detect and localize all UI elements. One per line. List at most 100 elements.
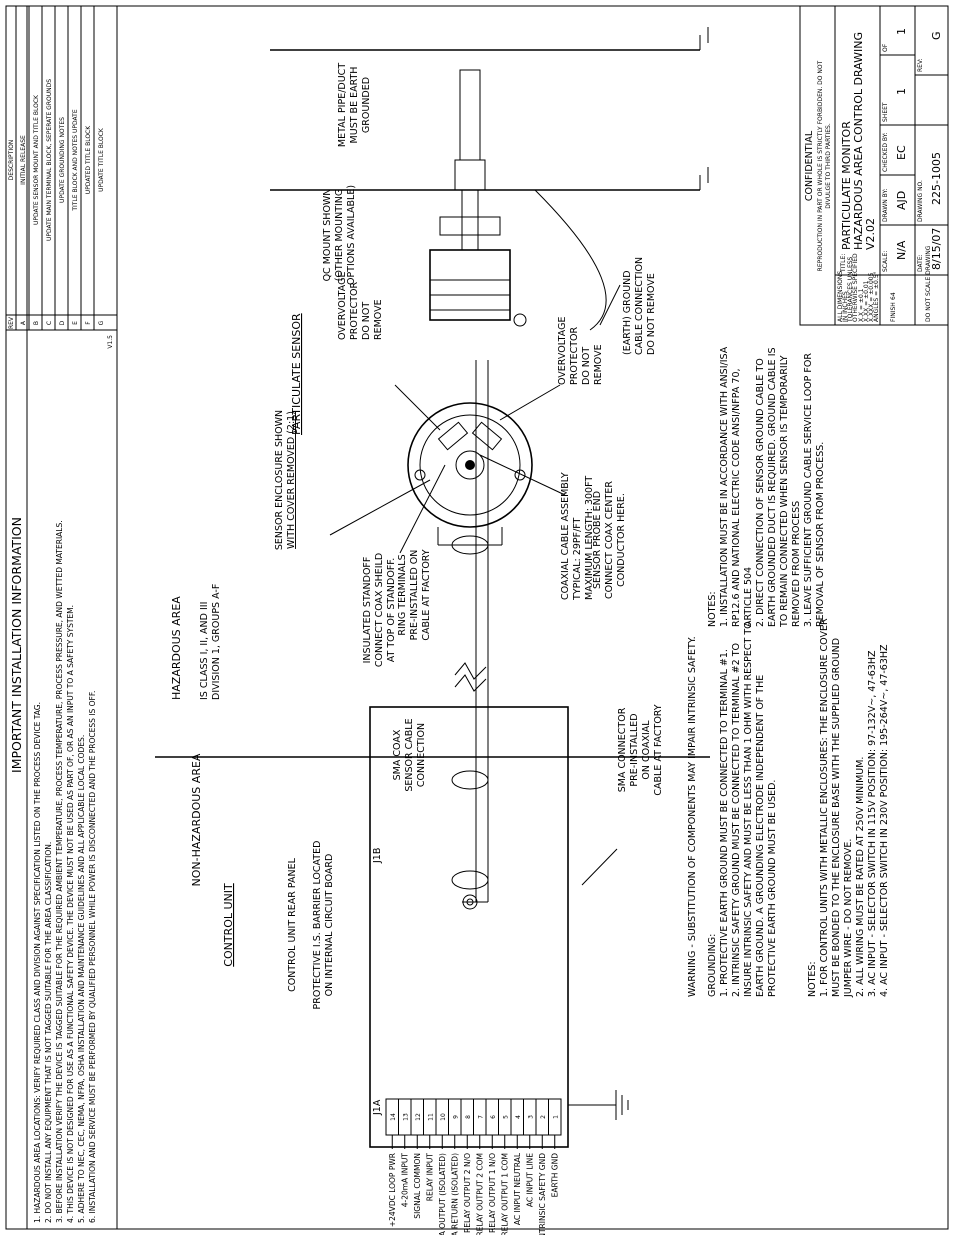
svg-text:RP12.6 AND NATIONAL ELECTRIC C: RP12.6 AND NATIONAL ELECTRIC CODE ANSI/N… — [731, 368, 742, 627]
rev-description: UPDATE SENSOR MOUNT AND TITLE BLOCK — [33, 94, 40, 225]
svg-text:2. DIRECT CONNECTION OF SENSOR: 2. DIRECT CONNECTION OF SENSOR GROUND CA… — [755, 358, 766, 627]
ground-cable-service-loop — [534, 189, 607, 331]
do-not-scale-label: DO NOT SCALE DRAWING — [925, 245, 932, 322]
svg-text:INSULATED STANDOFF: INSULATED STANDOFF — [362, 557, 373, 664]
rev-description: UPDATED TITLE BLOCK — [85, 125, 92, 194]
terminal-wire-label: RELAY INPUT — [426, 1153, 435, 1202]
insulated-standoff-callout: INSULATED STANDOFF CONNECT COAX SHEILD A… — [362, 553, 397, 667]
rev-letter: G — [98, 320, 105, 325]
svg-text:NOTES:: NOTES: — [807, 961, 818, 997]
svg-text:RING TERMINALS: RING TERMINALS — [397, 554, 408, 635]
drawing-number-value: 225-1005 — [930, 152, 943, 205]
callout-leaders — [329, 284, 621, 886]
warning-text: WARNING - SUBSTITUTION OF COMPONENTS MAY… — [687, 636, 698, 997]
rev-letter: F — [85, 321, 92, 325]
terminal-number: 3 — [528, 1115, 535, 1119]
terminal-wire-label: 4-20mA RETURN (ISOLATED) — [451, 1153, 460, 1235]
instruction-6: 6. INSTALLATION AND SERVICE MUST BE PERF… — [88, 691, 97, 1223]
svg-text:DO NOT: DO NOT — [361, 302, 372, 340]
svg-text:GROUNDED: GROUNDED — [361, 77, 372, 133]
svg-text:REMOVED FROM PROCESS: REMOVED FROM PROCESS — [791, 501, 802, 627]
particulate-sensor-label: PARTICULATE SENSOR — [290, 313, 303, 435]
control-unit-title: CONTROL UNIT — [222, 883, 235, 967]
rev-letter: A — [20, 320, 27, 325]
svg-text:JUMPER WIRE - DO NOT REMOVE.: JUMPER WIRE - DO NOT REMOVE. — [843, 839, 854, 998]
instruction-4: 4. THIS DEVICE IS NOT DESIGNED FOR USE A… — [66, 605, 75, 1223]
svg-text:REMOVE: REMOVE — [373, 299, 384, 340]
svg-text:CABLE CONNECTION: CABLE CONNECTION — [634, 257, 645, 355]
svg-text:3. AC INPUT - SELECTOR SWITCH: 3. AC INPUT - SELECTOR SWITCH IN 115V PO… — [867, 650, 878, 997]
terminal-wire-label: RELAY OUTPUT 2 N/O — [463, 1153, 472, 1233]
terminal-number: 5 — [503, 1115, 510, 1119]
sensor-installation-notes: NOTES: 1. INSTALLATION MUST BE IN ACCORD… — [707, 346, 826, 628]
drawing-title: HAZARDOUS AREA CONTROL DRAWING — [852, 32, 865, 250]
sma-coax-label: CONNECTION — [416, 723, 427, 787]
drawn-by-label: DRAWN BY: — [882, 189, 889, 222]
svg-text:NOTES:: NOTES: — [707, 591, 718, 627]
svg-text:ARTICLE 504: ARTICLE 504 — [743, 567, 754, 627]
header-version: V1.5 — [107, 335, 114, 349]
terminal-number: 11 — [428, 1113, 435, 1121]
svg-text:AT TOP OF STANDOFF.: AT TOP OF STANDOFF. — [386, 558, 397, 663]
reproduction-notice: DIVULGE TO THIRD PARTIES. — [825, 123, 832, 209]
svg-text:REMOVE: REMOVE — [593, 344, 604, 385]
installation-instructions: 1. HAZARDOUS AREA LOCATIONS: VERIFY REQU… — [33, 520, 97, 1223]
control-unit-panel — [369, 706, 569, 1148]
svg-text:QC MOUNT SHOWN: QC MOUNT SHOWN — [322, 189, 333, 282]
checked-by-value: EC — [895, 145, 908, 160]
svg-text:DO NOT REMOVE: DO NOT REMOVE — [646, 273, 657, 355]
svg-text:REMOVAL OF SENSOR FROM PROCESS: REMOVAL OF SENSOR FROM PROCESS. — [815, 442, 826, 627]
svg-text:(OTHER MOUNTING: (OTHER MOUNTING — [334, 189, 345, 282]
svg-text:CONNECT COAX SHEILD: CONNECT COAX SHEILD — [374, 553, 385, 667]
svg-text:1. FOR CONTROL UNITS WITH META: 1. FOR CONTROL UNITS WITH METALLIC ENCLO… — [819, 618, 830, 997]
terminal-wire-label: EARTH GND — [551, 1153, 560, 1198]
svg-text:TOLERANCES UNLESS: TOLERANCES UNLESS — [847, 256, 854, 323]
rev-description: UPDATE GROUNDING NOTES — [59, 117, 66, 203]
sensor-enclosure-label: WITH COVER REMOVED (2:1) — [286, 411, 297, 549]
of-label: OF — [882, 43, 889, 52]
control-unit-rear-panel-label: CONTROL UNIT REAR PANEL — [287, 857, 298, 992]
terminal-wire-label: INTRINSIC SAFETY GND — [538, 1153, 547, 1235]
svg-text:MUST BE BONDED TO THE ENCLOSUR: MUST BE BONDED TO THE ENCLOSURE BASE WIT… — [831, 638, 842, 997]
svg-text:PROTECTOR: PROTECTOR — [569, 326, 580, 385]
svg-text:2. INTRINSIC SAFETY GROUND MUS: 2. INTRINSIC SAFETY GROUND MUST BE CONNE… — [731, 643, 742, 997]
date-value: 8/15/07 — [930, 228, 943, 270]
svg-text:CABLE AT FACTORY: CABLE AT FACTORY — [421, 549, 432, 640]
finish-label: FINISH — [890, 302, 897, 322]
terminal-number: 1 — [553, 1115, 560, 1119]
terminal-number: 4 — [515, 1115, 522, 1119]
sma-connector-callout: SMA CONNECTOR PRE-INSTALLED ON COAXIAL C… — [617, 704, 664, 795]
svg-text:OTHERWISE SPECIFIED: OTHERWISE SPECIFIED — [852, 253, 859, 322]
svg-text:ANGLES = ±0.5°: ANGLES = ±0.5° — [873, 271, 880, 322]
svg-text:PRE-INSTALLED: PRE-INSTALLED — [629, 713, 640, 786]
terminal-wire-label: RELAY OUTPUT 1 N/O — [488, 1153, 497, 1233]
svg-text:1. INSTALLATION MUST BE IN ACC: 1. INSTALLATION MUST BE IN ACCORDANCE WI… — [719, 346, 730, 627]
svg-text:CONDUCTOR HERE.: CONDUCTOR HERE. — [616, 493, 627, 587]
svg-text:EARTH GROUNDED DUCT IS REQUIRE: EARTH GROUNDED DUCT IS REQUIRED. GROUND … — [767, 347, 778, 627]
svg-text:MAXIMUM LENGTH: 300FT: MAXIMUM LENGTH: 300FT — [584, 476, 595, 600]
instruction-3: 3. BEFORE INSTALLATION VERIFY THE DEVICE… — [55, 520, 64, 1223]
sensor-enclosure — [407, 402, 533, 546]
coax-cable-callout: COAXIAL CABLE ASSEMBLY TYPICAL: 29PF/FT … — [560, 472, 595, 601]
panel-ground-symbol — [568, 1090, 629, 1120]
rev-description: UPDATE MAIN TERMINAL BLOCK, SEPERATE GRO… — [46, 79, 53, 241]
svg-text:EARTH GROUND. A GROUNDING ELEC: EARTH GROUND. A GROUNDING ELECTRODE INDE… — [755, 675, 766, 997]
control-unit-notes: NOTES: 1. FOR CONTROL UNITS WITH METALLI… — [807, 618, 890, 998]
svg-text:CONNECT COAX CENTER: CONNECT COAX CENTER — [604, 481, 615, 599]
j1a-label: J1A — [372, 1099, 383, 1116]
terminal-wire-label: SIGNAL COMMON — [413, 1153, 422, 1219]
terminal-number: 8 — [465, 1115, 472, 1119]
terminal-number: 10 — [440, 1113, 447, 1121]
scale-label: SCALE: — [882, 251, 889, 272]
svg-text:CABLE AT FACTORY: CABLE AT FACTORY — [653, 704, 664, 795]
hazardous-area-label: HAZARDOUS AREA — [170, 596, 183, 700]
instruction-2: 2. DO NOT INSTALL ANY EQUIPMENT THAT IS … — [44, 842, 53, 1223]
overvoltage-protector-callout: OVERVOLTAGE PROTECTOR DO NOT REMOVE — [337, 272, 384, 340]
terminal-wire-label: AC INPUT LINE — [526, 1153, 535, 1207]
overvoltage-protector-callout: OVERVOLTAGE PROTECTOR DO NOT REMOVE — [557, 317, 604, 385]
terminal-wire-label: 4-20mA INPUT — [401, 1153, 410, 1208]
grounding-notes: GROUNDING: 1. PROTECTIVE EARTH GROUND MU… — [707, 621, 778, 997]
header-title: IMPORTANT INSTALLATION INFORMATION — [9, 517, 24, 773]
svg-text:3. LEAVE SUFFICIENT GROUND CAB: 3. LEAVE SUFFICIENT GROUND CABLE SERVICE… — [803, 353, 814, 627]
